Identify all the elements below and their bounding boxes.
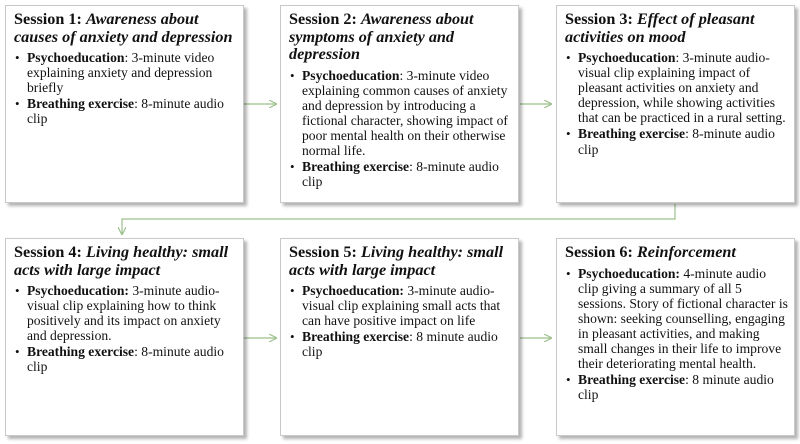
session-1-box: Session 1: Awareness about causes of anx… bbox=[5, 5, 244, 203]
session-1-topic: Awareness about causes of anxiety and de… bbox=[14, 10, 233, 46]
item-label: Breathing exercise bbox=[302, 159, 410, 175]
item-label: Breathing exercise bbox=[578, 126, 686, 142]
list-item: Psychoeducation: 3-minute audio-visual c… bbox=[565, 50, 788, 125]
list-item: Psychoeducation: 3-minute audio-visual c… bbox=[289, 283, 512, 328]
session-2-items: Psychoeducation: 3-minute video explaini… bbox=[289, 68, 512, 190]
session-6-topic: Reinforcement bbox=[636, 243, 736, 261]
session-4-topic: Living healthy: small acts with large im… bbox=[14, 243, 229, 279]
session-3-number: Session 3: bbox=[565, 10, 637, 28]
item-text: : 8-minute audio clip bbox=[27, 96, 224, 127]
session-6-number: Session 6: bbox=[565, 243, 637, 261]
session-1-number: Session 1: bbox=[14, 10, 86, 28]
item-text: : 8-minute audio clip bbox=[578, 126, 775, 157]
item-label: Breathing exercise bbox=[27, 344, 135, 360]
list-item: Breathing exercise: 8 minute audio clip bbox=[565, 372, 788, 402]
item-text: : 3-minute video explaining anxiety and … bbox=[27, 50, 215, 96]
session-2-number: Session 2: bbox=[289, 10, 361, 28]
item-label: Breathing exercise bbox=[578, 372, 686, 388]
session-4-items: Psychoeducation: 3-minute audio-visual c… bbox=[14, 283, 237, 375]
session-6-title: Session 6: Reinforcement bbox=[565, 243, 788, 262]
item-text: : 8-minute audio clip bbox=[27, 344, 224, 375]
session-2-topic: Awareness about symptoms of anxiety and … bbox=[289, 10, 474, 63]
session-3-items: Psychoeducation: 3-minute audio-visual c… bbox=[565, 50, 788, 157]
session-5-box: Session 5: Living healthy: small acts wi… bbox=[280, 238, 519, 436]
session-3-box: Session 3: Effect of pleasant activities… bbox=[556, 5, 795, 203]
item-text: 3-minute audio-visual clip explaining ho… bbox=[27, 283, 221, 344]
session-6-box: Session 6: Reinforcement Psychoeducation… bbox=[556, 238, 795, 436]
session-3-topic: Effect of pleasant activities on mood bbox=[565, 10, 755, 46]
item-label: Psychoeducation: bbox=[578, 265, 680, 281]
session-1-items: Psychoeducation: 3-minute video explaini… bbox=[14, 50, 237, 126]
session-6-items: Psychoeducation: 4-minute audio clip giv… bbox=[565, 266, 788, 403]
list-item: Psychoeducation: 3-minute audio-visual c… bbox=[14, 283, 237, 343]
session-5-topic: Living healthy: small acts with large im… bbox=[289, 243, 504, 279]
list-item: Breathing exercise: 8 minute audio clip bbox=[289, 329, 512, 359]
session-2-box: Session 2: Awareness about symptoms of a… bbox=[280, 5, 519, 203]
list-item: Breathing exercise: 8-minute audio clip bbox=[289, 159, 512, 189]
session-5-title: Session 5: Living healthy: small acts wi… bbox=[289, 243, 512, 279]
session-3-title: Session 3: Effect of pleasant activities… bbox=[565, 10, 788, 46]
item-text: : 8 minute audio clip bbox=[302, 329, 498, 360]
item-label: Psychoeducation bbox=[302, 67, 400, 83]
session-4-box: Session 4: Living healthy: small acts wi… bbox=[5, 238, 244, 436]
list-item: Breathing exercise: 8-minute audio clip bbox=[14, 96, 237, 126]
session-1-title: Session 1: Awareness about causes of anx… bbox=[14, 10, 237, 46]
item-label: Psychoeducation: bbox=[27, 283, 129, 298]
list-item: Breathing exercise: 8-minute audio clip bbox=[565, 126, 788, 156]
arrow-s3-s4 bbox=[122, 204, 676, 234]
item-label: Breathing exercise bbox=[27, 96, 135, 112]
item-text: : 3-minute audio-visual clip explaining … bbox=[578, 50, 786, 126]
item-label: Psychoeducation bbox=[578, 50, 676, 65]
item-label: Psychoeducation bbox=[27, 50, 125, 65]
item-text: : 3-minute video explaining common cause… bbox=[302, 67, 508, 158]
list-item: Breathing exercise: 8-minute audio clip bbox=[14, 344, 237, 374]
item-label: Breathing exercise bbox=[302, 329, 410, 345]
session-4-number: Session 4: bbox=[14, 243, 86, 261]
item-text: : 8 minute audio clip bbox=[578, 372, 774, 403]
session-5-items: Psychoeducation: 3-minute audio-visual c… bbox=[289, 283, 512, 359]
list-item: Psychoeducation: 3-minute video explaini… bbox=[14, 50, 237, 95]
session-4-title: Session 4: Living healthy: small acts wi… bbox=[14, 243, 237, 279]
item-text: : 8-minute audio clip bbox=[302, 159, 499, 190]
session-5-number: Session 5: bbox=[289, 243, 361, 261]
item-text: 4-minute audio clip giving a summary of … bbox=[578, 265, 788, 372]
item-label: Psychoeducation: bbox=[302, 283, 404, 298]
list-item: Psychoeducation: 3-minute video explaini… bbox=[289, 68, 512, 159]
list-item: Psychoeducation: 4-minute audio clip giv… bbox=[565, 266, 788, 372]
item-text: 3-minute audio-visual clip explaining sm… bbox=[302, 283, 501, 329]
session-2-title: Session 2: Awareness about symptoms of a… bbox=[289, 10, 512, 64]
